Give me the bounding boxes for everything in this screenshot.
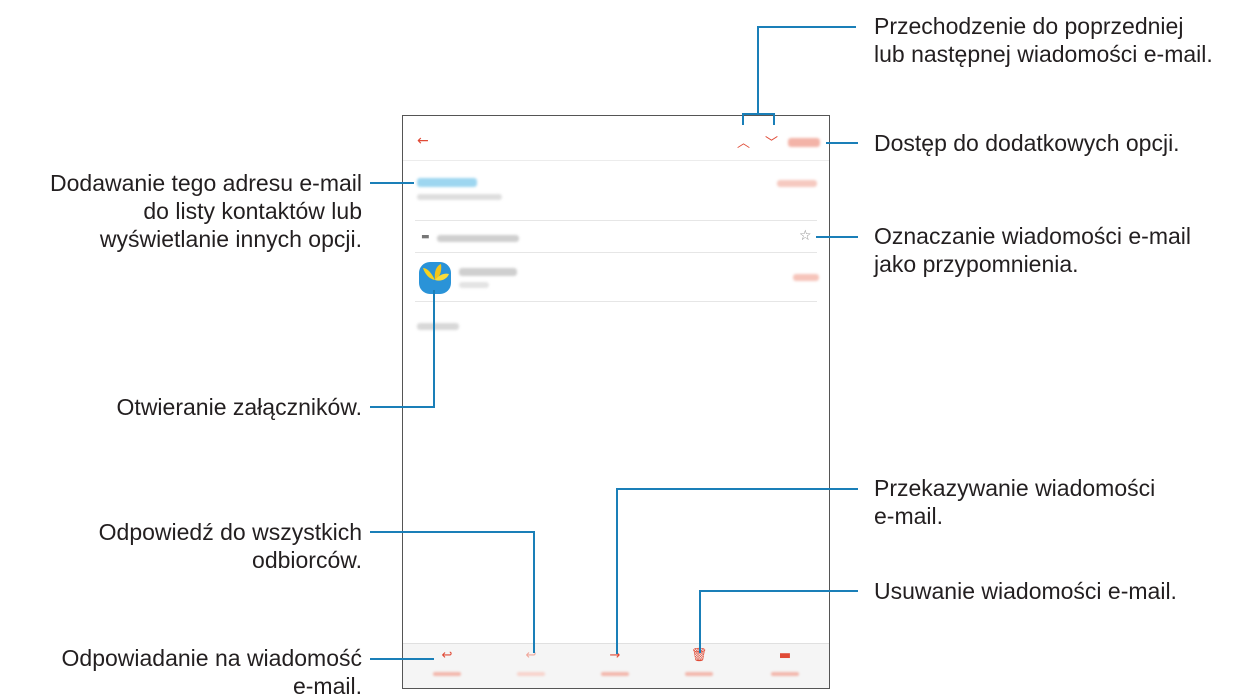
- callout-attachments: Otwieranie załączników.: [116, 394, 362, 420]
- reply-all-icon: ↩: [525, 648, 537, 663]
- chat-icon: ▬: [421, 232, 430, 242]
- reply-label: [433, 672, 461, 676]
- reply-button[interactable]: ↩: [417, 648, 477, 676]
- compose-message-label: [771, 672, 799, 676]
- forward-button[interactable]: →: [585, 648, 645, 676]
- callout-delete: Usuwanie wiadomości e-mail.: [874, 578, 1177, 604]
- next-email-icon[interactable]: ﹀: [765, 136, 779, 151]
- reply-all-button[interactable]: ↩: [501, 648, 561, 676]
- email-date: [777, 180, 817, 187]
- more-options-button[interactable]: [788, 138, 820, 147]
- compose-message-button[interactable]: ▬: [755, 648, 815, 676]
- reply-all-label: [517, 672, 545, 676]
- callout-add-contact: Dodawanie tego adresu e-mail do listy ko…: [50, 170, 362, 252]
- attachment-name: [459, 268, 517, 276]
- chat-bubble-icon: ▬: [778, 648, 792, 663]
- callout-reply-all: Odpowiedź do wszystkich odbiorców.: [98, 519, 362, 573]
- callout-forward: Przekazywanie wiadomości e-mail.: [874, 475, 1156, 529]
- callout-more-options: Dostęp do dodatkowych opcji.: [874, 130, 1180, 156]
- reply-icon: ↩: [441, 648, 453, 663]
- trash-icon: 🗑: [690, 648, 708, 663]
- callout-reply: Odpowiadanie na wiadomość e-mail.: [61, 645, 362, 699]
- attachment-thumbnail[interactable]: [419, 262, 451, 294]
- callout-navigate: Przechodzenie do poprzedniej lub następn…: [874, 13, 1213, 67]
- attachment-save-button[interactable]: [793, 274, 819, 281]
- email-subject: [437, 235, 519, 242]
- callout-star: Oznaczanie wiadomości e-mail jako przypo…: [874, 223, 1192, 277]
- delete-button[interactable]: 🗑: [669, 648, 729, 676]
- previous-email-icon[interactable]: ︿: [737, 136, 751, 151]
- back-icon[interactable]: ←: [417, 133, 429, 149]
- sender-recipient-info: [417, 194, 502, 200]
- forward-label: [601, 672, 629, 676]
- star-icon[interactable]: ☆: [799, 228, 812, 244]
- gallery-app-icon: [419, 262, 451, 294]
- attachment-size: [459, 282, 489, 288]
- delete-label: [685, 672, 713, 676]
- email-body-text: [417, 323, 459, 330]
- forward-icon: →: [609, 648, 621, 663]
- sender-address[interactable]: [417, 178, 477, 187]
